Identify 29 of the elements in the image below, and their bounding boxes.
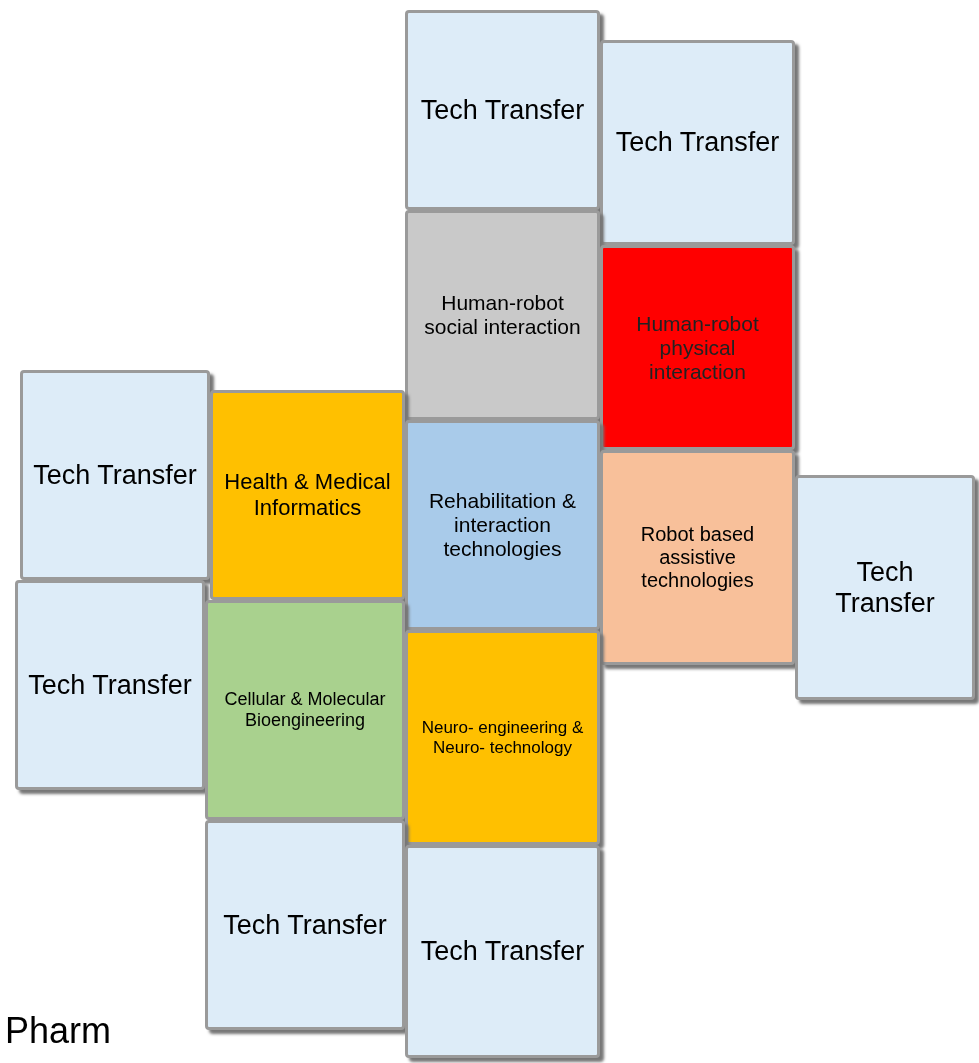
puzzle-piece — [600, 450, 795, 665]
puzzle-piece — [205, 820, 405, 1030]
puzzle-piece — [405, 420, 600, 630]
puzzle-piece — [405, 845, 600, 1058]
puzzle-piece — [405, 630, 600, 845]
piece-label: Human-robot social interaction — [423, 290, 582, 340]
puzzle-piece — [600, 245, 795, 450]
piece-label: Rehabilitation & interaction technologies — [427, 488, 578, 562]
caption-text: Pharm — [5, 1010, 112, 1052]
puzzle-piece — [210, 390, 405, 600]
piece-label: Tech Transfer — [614, 126, 781, 159]
piece-label: Neuro- engineering & Neuro- technology — [420, 716, 585, 759]
piece-label: Tech Transfer — [222, 908, 388, 942]
puzzle-piece — [20, 370, 210, 580]
piece-label: Human-robot physical interaction — [635, 310, 760, 385]
puzzle-piece — [405, 210, 600, 420]
puzzle-piece — [600, 40, 795, 245]
puzzle-piece — [795, 475, 975, 700]
puzzle-piece — [15, 580, 205, 790]
puzzle-piece — [205, 600, 405, 820]
piece-label: Cellular & Molecular Bioengineering — [223, 688, 387, 732]
piece-label: Tech Transfer — [32, 458, 198, 492]
puzzle-piece — [405, 10, 600, 210]
piece-label: Tech Transfer — [834, 555, 936, 620]
piece-label: Tech Transfer — [419, 93, 586, 127]
piece-label: Tech Transfer — [27, 668, 193, 702]
piece-label: Robot based assistive technologies — [639, 522, 756, 593]
piece-label: Health & Medical Informatics — [223, 468, 392, 522]
piece-label: Tech Transfer — [419, 935, 586, 968]
